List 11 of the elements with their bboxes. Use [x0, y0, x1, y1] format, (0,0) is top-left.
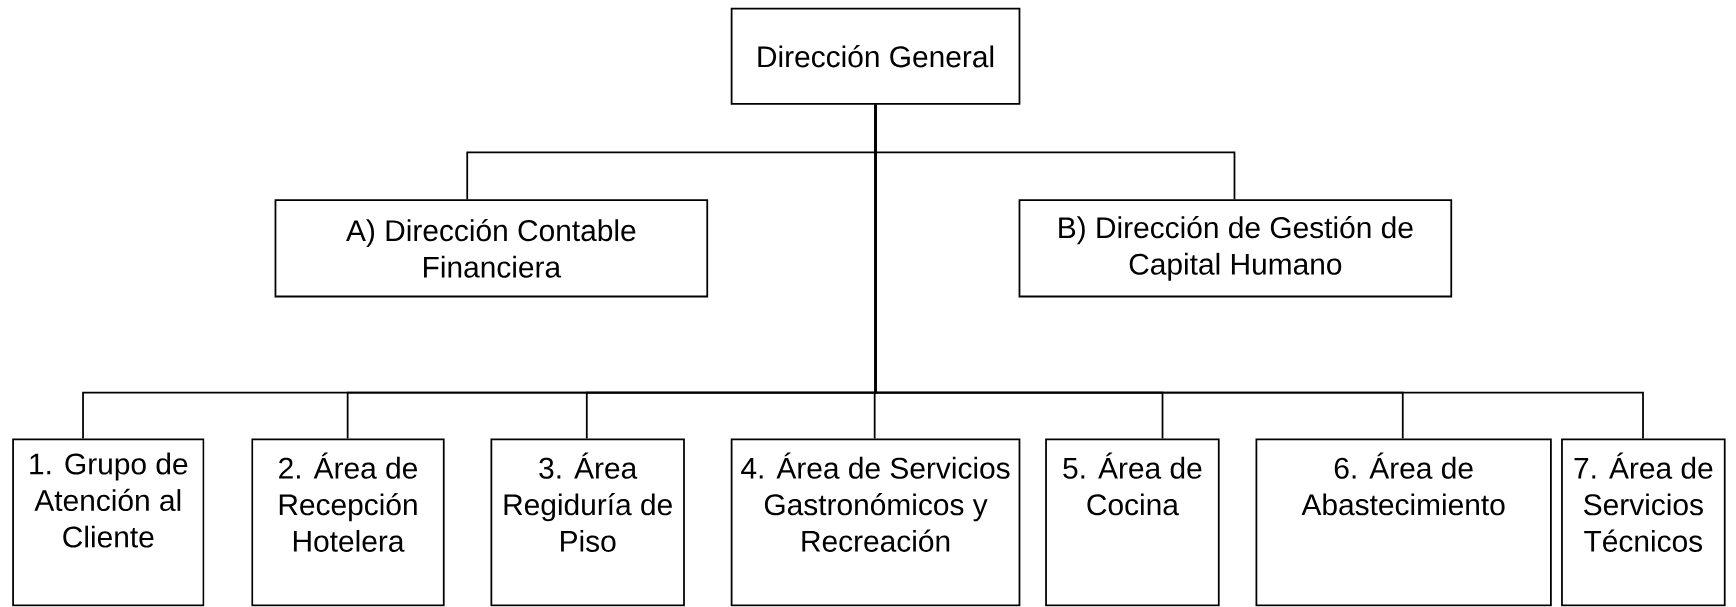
org-box: 2. Área de Recepción Hotelera [251, 438, 445, 607]
org-box: 7. Área de Servicios Técnicos [1561, 438, 1726, 607]
org-box: 5. Área de Cocina [1045, 438, 1220, 607]
org-box: 6. Área de Abastecimiento [1255, 438, 1552, 607]
connector-line [874, 104, 1644, 440]
org-box: 3. Área Regiduría de Piso [490, 438, 685, 607]
org-box: Dirección General [730, 7, 1021, 105]
org-box: 4. Área de Servicios Gastronómicos y Recreación [730, 438, 1021, 607]
org-box: 1. Grupo de Atención al Cliente [12, 438, 205, 607]
org-box: B) Dirección de Gestión de Capital Humano [1018, 199, 1453, 298]
org-box: A) Dirección Contable Financiera [274, 199, 709, 298]
